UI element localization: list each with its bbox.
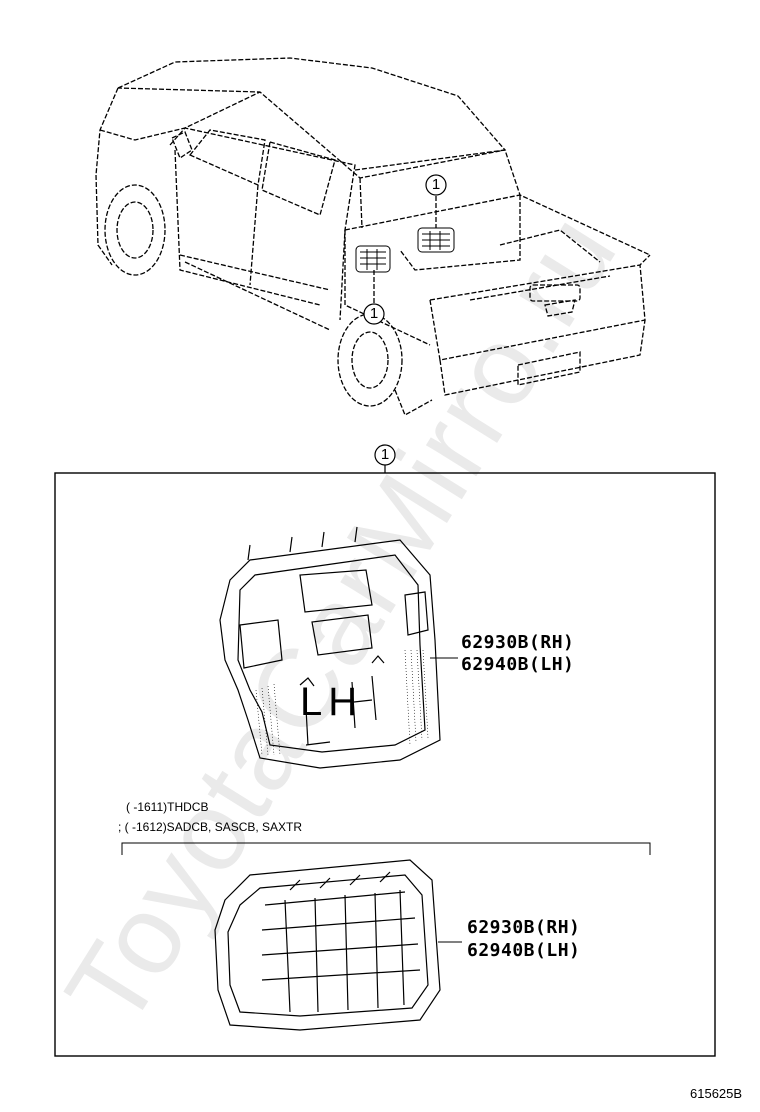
callout-circle-upper-right	[425, 174, 447, 196]
applicability-note-2: ; ( -1612)SADCB, SASCB, SAXTR	[118, 820, 303, 834]
callout-number-detail: 1	[380, 446, 390, 463]
upper-part-number-lh: 62940B(LH)	[461, 654, 575, 675]
upper-vent-shading	[255, 649, 429, 756]
upper-vent-part	[219, 526, 441, 769]
callout-circle-upper-left	[363, 303, 385, 325]
upper-part-number-rh: 62930B(RH)	[461, 632, 575, 653]
callout-number-upper-left: 1	[369, 305, 379, 322]
variant-bracket	[121, 842, 651, 855]
detail-frame	[54, 472, 716, 1057]
applicability-note-1: ( -1611)THDCB	[126, 800, 209, 814]
callout-number-upper-right: 1	[431, 176, 441, 193]
vehicle-illustration	[95, 57, 651, 416]
lower-part-number-rh: 62930B(RH)	[467, 917, 581, 938]
vent-on-vehicle-icons	[355, 227, 455, 273]
lower-vent-part	[214, 859, 441, 1031]
lower-part-number-lh: 62940B(LH)	[467, 940, 581, 961]
figure-code: 615625B	[690, 1086, 743, 1101]
embossed-lh-mark: LH	[300, 680, 364, 724]
